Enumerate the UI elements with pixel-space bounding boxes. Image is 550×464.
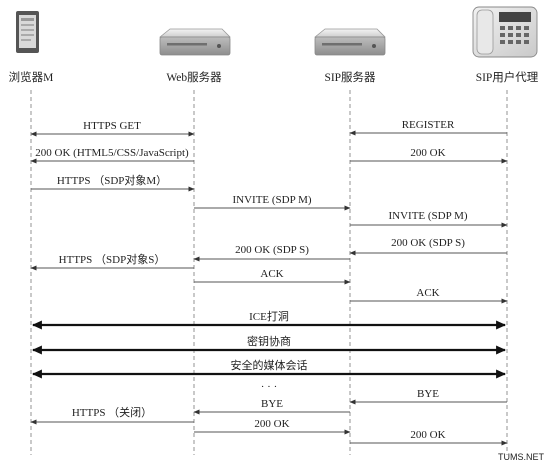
web-server-icon [158, 28, 231, 56]
key-negotiation-label: 密钥协商 [247, 334, 291, 348]
https-sdp-m-label: HTTPS （SDP对象M） [57, 173, 167, 187]
phone-icon [472, 6, 538, 58]
ok-bye-sip-label: 200 OK [410, 429, 445, 441]
sip-server-label: SIP服务器 [324, 70, 376, 84]
browser-label: 浏览器M [9, 70, 54, 84]
watermark: TUMS.NET [498, 452, 545, 462]
invite-web-label: INVITE (SDP M) [232, 194, 311, 206]
https-sdp-s-label: HTTPS （SDP对象S） [59, 252, 166, 266]
https-close-label: HTTPS （关闭） [72, 405, 152, 419]
ack-sip-label: ACK [416, 287, 439, 299]
bye-sip-label: BYE [417, 388, 439, 400]
ok-bye-web-label: 200 OK [254, 418, 289, 430]
sip-agent-label: SIP用户代理 [476, 70, 539, 84]
bye-web-label: BYE [261, 398, 283, 410]
https-get-label: HTTPS GET [83, 120, 141, 132]
web-server-label: Web服务器 [166, 70, 222, 84]
ack-web-label: ACK [260, 268, 283, 280]
register-label: REGISTER [402, 119, 455, 131]
invite-sip-label: INVITE (SDP M) [388, 210, 467, 222]
ok-html5-label: 200 OK (HTML5/CSS/JavaScript) [35, 147, 189, 159]
ok-register-label: 200 OK [410, 147, 445, 159]
secure-media-label: 安全的媒体会话 [231, 358, 308, 372]
lifelines [30, 90, 508, 455]
ok-sdp-s-sip-label: 200 OK (SDP S) [391, 237, 465, 249]
ice-label: ICE打洞 [249, 309, 289, 323]
browser-device-icon [16, 11, 39, 53]
ok-sdp-s-web-label: 200 OK (SDP S) [235, 244, 309, 256]
ellipsis-label: · · · [261, 381, 278, 393]
sip-server-icon [313, 28, 386, 56]
